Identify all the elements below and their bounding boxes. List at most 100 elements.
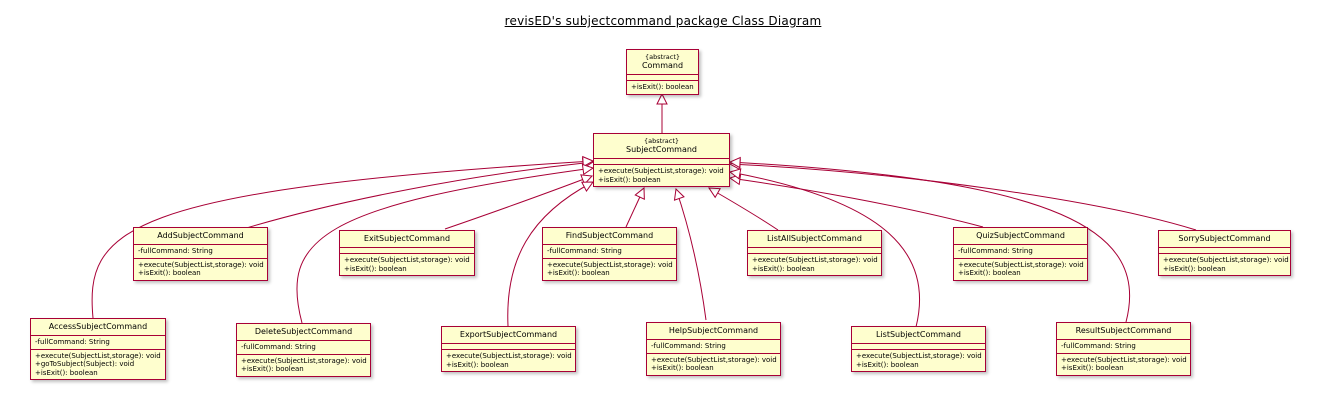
class-attributes: -fullCommand: String — [1057, 340, 1190, 354]
edge-access — [91, 161, 593, 319]
class-add-subject-command: AddSubjectCommand -fullCommand: String +… — [133, 227, 268, 281]
class-operation: +execute(SubjectList,storage): void — [958, 260, 1084, 269]
edge-result — [730, 162, 1131, 323]
class-find-subject-command: FindSubjectCommand -fullCommand: String … — [542, 227, 677, 281]
class-stereotype: {abstract} — [643, 137, 680, 145]
class-operation: +isExit(): boolean — [1061, 364, 1124, 372]
class-attributes: -fullCommand: String — [954, 245, 1087, 259]
class-operation: +execute(SubjectList,storage): void — [547, 260, 673, 269]
class-operation: +isExit(): boolean — [344, 264, 407, 273]
class-operation: +isExit(): boolean — [241, 365, 304, 373]
edge-add — [242, 162, 593, 230]
class-operations: +execute(SubjectList,storage): void +isE… — [748, 254, 881, 275]
class-attribute: -fullCommand: String — [958, 247, 1033, 255]
class-operation: +isExit(): boolean — [651, 364, 714, 372]
class-attributes: -fullCommand: String — [647, 340, 780, 354]
class-operation: +isExit(): boolean — [598, 175, 661, 184]
class-name: SorrySubjectCommand — [1178, 234, 1271, 243]
class-operations: +execute(SubjectList,storage): void +isE… — [1159, 254, 1290, 275]
class-attribute: -fullCommand: String — [241, 343, 316, 351]
class-operations: +isExit(): boolean — [627, 81, 698, 94]
class-operation: +execute(SubjectList,storage): void — [138, 260, 264, 269]
class-operation: +execute(SubjectList,storage): void — [1061, 355, 1187, 364]
class-operation: +execute(SubjectList,storage): void — [651, 355, 777, 364]
class-command: {abstract}Command +isExit(): boolean — [626, 49, 699, 95]
edge-exit — [444, 176, 592, 230]
class-operations: +execute(SubjectList,storage): void +goT… — [31, 350, 165, 380]
class-operation: +execute(SubjectList,storage): void — [35, 351, 161, 360]
class-name: ListSubjectCommand — [875, 330, 961, 339]
class-operation: +execute(SubjectList,storage): void — [446, 352, 572, 360]
edge-delete — [296, 168, 593, 324]
class-operation: +isExit(): boolean — [547, 269, 610, 277]
class-attribute: -fullCommand: String — [35, 338, 110, 346]
class-operation: +isExit(): boolean — [958, 269, 1021, 277]
class-export-subject-command: ExportSubjectCommand +execute(SubjectLis… — [441, 326, 576, 372]
class-exit-subject-command: ExitSubjectCommand +execute(SubjectList,… — [339, 230, 475, 276]
class-quiz-subject-command: QuizSubjectCommand -fullCommand: String … — [953, 227, 1088, 281]
edge-help — [676, 189, 707, 321]
class-list-all-subject-command: ListAllSubjectCommand +execute(SubjectLi… — [747, 230, 882, 276]
class-attributes — [1159, 248, 1290, 254]
class-attributes: -fullCommand: String — [543, 245, 676, 259]
class-name: FindSubjectCommand — [565, 231, 654, 240]
class-operations: +execute(SubjectList,storage): void +isE… — [237, 355, 370, 376]
class-operations: +execute(SubjectList,storage): void +isE… — [647, 354, 780, 375]
class-attributes — [627, 75, 698, 81]
class-operations: +execute(SubjectList,storage): void +isE… — [442, 350, 575, 371]
class-operations: +execute(SubjectList,storage): void +isE… — [134, 259, 267, 280]
class-attributes — [340, 248, 474, 254]
class-operations: +execute(SubjectList,storage): void +isE… — [594, 165, 729, 186]
edge-find — [625, 188, 644, 228]
edge-sorry — [730, 164, 1197, 231]
class-operation: +isExit(): boolean — [446, 360, 509, 369]
class-name: ListAllSubjectCommand — [767, 234, 862, 243]
class-operation: +execute(SubjectList,storage): void — [752, 256, 878, 264]
class-name: ResultSubjectCommand — [1075, 326, 1172, 335]
class-operation: +execute(SubjectList,storage): void — [344, 256, 470, 264]
class-attribute: -fullCommand: String — [547, 247, 622, 255]
class-operations: +execute(SubjectList,storage): void +isE… — [954, 259, 1087, 280]
class-help-subject-command: HelpSubjectCommand -fullCommand: String … — [646, 322, 781, 376]
class-attributes — [852, 344, 985, 350]
class-name: QuizSubjectCommand — [976, 231, 1065, 240]
class-operations: +execute(SubjectList,storage): void +isE… — [852, 350, 985, 371]
class-operations: +execute(SubjectList,storage): void +isE… — [1057, 354, 1190, 375]
class-stereotype: {abstract} — [644, 53, 681, 61]
class-attribute: -fullCommand: String — [651, 342, 726, 350]
class-operation: +execute(SubjectList,storage): void — [856, 352, 982, 360]
class-name: ExportSubjectCommand — [459, 330, 558, 339]
class-operation: +execute(SubjectList,storage): void — [241, 356, 367, 365]
edge-export — [507, 182, 593, 327]
class-attributes: -fullCommand: String — [134, 245, 267, 259]
class-operation: +isExit(): boolean — [138, 269, 201, 277]
edge-quiz — [730, 178, 984, 228]
edge-listall — [709, 188, 779, 231]
class-delete-subject-command: DeleteSubjectCommand -fullCommand: Strin… — [236, 323, 371, 377]
class-attribute: -fullCommand: String — [1061, 342, 1136, 350]
class-name: AddSubjectCommand — [157, 231, 244, 240]
class-sorry-subject-command: SorrySubjectCommand +execute(SubjectList… — [1158, 230, 1291, 276]
class-operation: +isExit(): boolean — [35, 368, 98, 377]
class-attribute: -fullCommand: String — [138, 247, 213, 255]
class-name: AccessSubjectCommand — [48, 322, 148, 331]
diagram-title: revisED's subjectcommand package Class D… — [504, 14, 822, 28]
class-operation: +goToSubject(Subject): void — [35, 360, 135, 368]
class-attributes: -fullCommand: String — [31, 336, 165, 350]
class-operation: +isExit(): boolean — [631, 83, 694, 91]
class-access-subject-command: AccessSubjectCommand -fullCommand: Strin… — [30, 318, 166, 380]
class-attributes — [442, 344, 575, 350]
class-attributes: -fullCommand: String — [237, 341, 370, 355]
class-operation: +execute(SubjectList,storage): void — [1163, 256, 1289, 264]
class-name: Command — [641, 61, 684, 70]
class-operation: +isExit(): boolean — [1163, 264, 1226, 273]
class-attributes — [594, 159, 729, 165]
edge-list — [730, 172, 921, 328]
class-operations: +execute(SubjectList,storage): void +isE… — [543, 259, 676, 280]
class-name: ExitSubjectCommand — [363, 234, 451, 243]
class-attributes — [748, 248, 881, 254]
class-list-subject-command: ListSubjectCommand +execute(SubjectList,… — [851, 326, 986, 372]
class-operations: +execute(SubjectList,storage): void +isE… — [340, 254, 474, 275]
class-subject-command: {abstract}SubjectCommand +execute(Subjec… — [593, 133, 730, 187]
